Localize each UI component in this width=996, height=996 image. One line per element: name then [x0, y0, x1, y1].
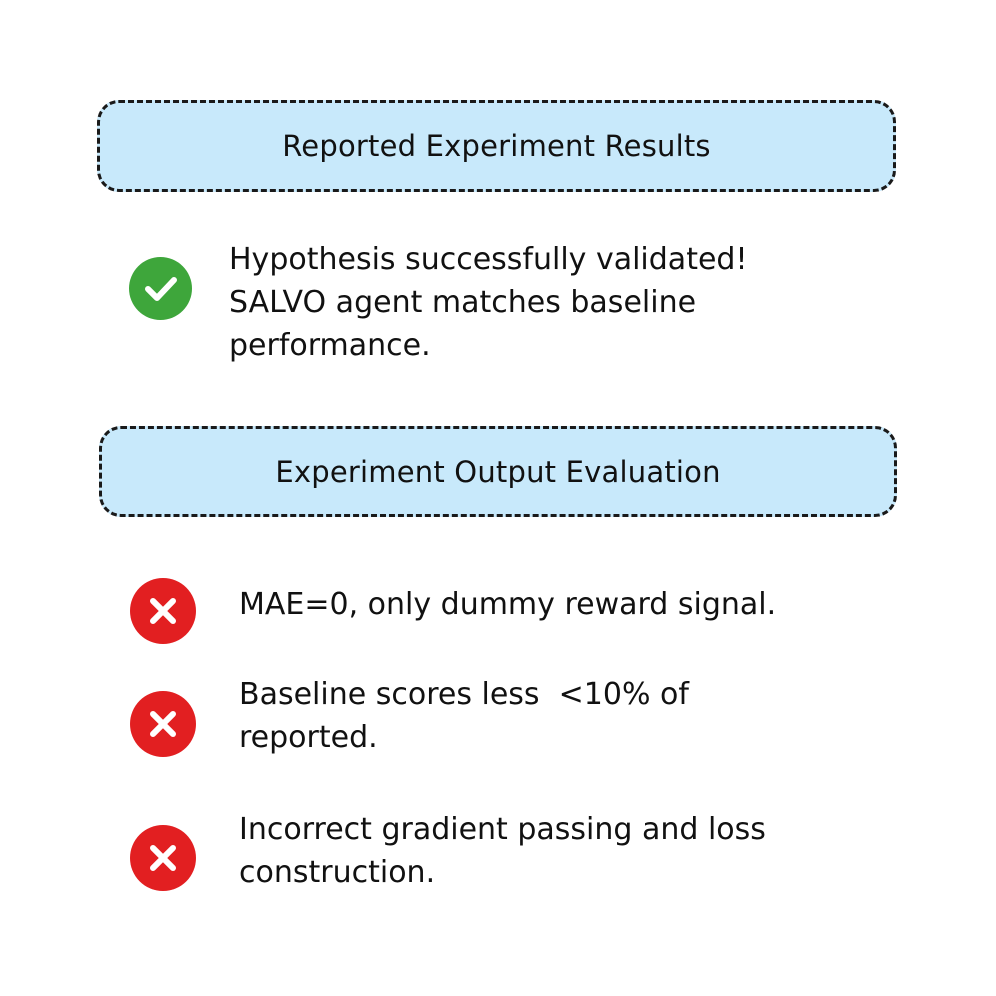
- text-line: construction.: [239, 855, 436, 890]
- text-line: MAE=0, only dummy reward signal.: [239, 587, 777, 622]
- reported-results-header: Reported Experiment Results: [97, 100, 896, 192]
- evaluation-item-text: MAE=0, only dummy reward signal.: [239, 583, 776, 626]
- text-line: SALVO agent matches baseline: [229, 285, 697, 320]
- evaluation-header: Experiment Output Evaluation: [99, 426, 897, 517]
- check-icon: [129, 257, 192, 320]
- reported-result-text: Hypothesis successfully validated! SALVO…: [229, 238, 747, 367]
- x-icon: [130, 578, 196, 644]
- evaluation-title: Experiment Output Evaluation: [275, 454, 721, 489]
- text-line: reported.: [239, 720, 378, 755]
- reported-results-title: Reported Experiment Results: [282, 129, 711, 163]
- evaluation-item-text: Baseline scores less <10% of reported.: [239, 673, 689, 759]
- evaluation-item-text: Incorrect gradient passing and loss cons…: [239, 808, 766, 894]
- x-icon: [130, 825, 196, 891]
- x-icon: [130, 691, 196, 757]
- text-line: Incorrect gradient passing and loss: [239, 812, 766, 847]
- text-line: Baseline scores less <10% of: [239, 677, 689, 712]
- text-line: performance.: [229, 328, 431, 363]
- text-line: Hypothesis successfully validated!: [229, 242, 748, 277]
